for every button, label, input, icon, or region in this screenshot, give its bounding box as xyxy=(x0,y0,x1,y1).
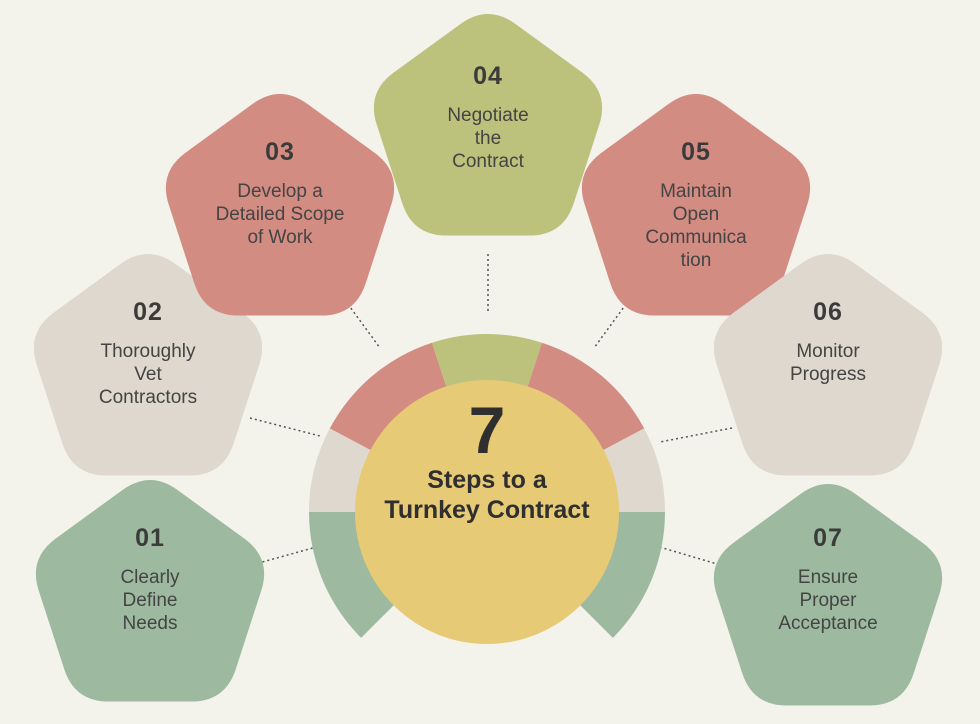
step-03: 03 Develop a Detailed Scope of Work xyxy=(180,138,380,249)
step-label: Monitor Progress xyxy=(789,341,867,385)
ring-segment xyxy=(329,342,450,456)
step-pentagon xyxy=(165,93,395,316)
step-pentagon xyxy=(581,93,811,316)
connector-line xyxy=(655,545,725,567)
step-number: 06 xyxy=(813,298,843,326)
step-pentagon xyxy=(35,479,265,702)
step-04: 04 Negotiate the Contract xyxy=(388,62,588,173)
step-01: 01 Clearly Define Needs xyxy=(50,524,250,635)
step-number: 04 xyxy=(473,62,503,90)
center-circle xyxy=(355,380,619,644)
step-number: 02 xyxy=(133,298,163,326)
step-count: 7 xyxy=(468,393,506,467)
step-label: Develop a Detailed Scope of Work xyxy=(215,181,345,248)
step-label: Negotiate the Contract xyxy=(447,105,529,172)
step-pentagon xyxy=(713,253,943,476)
ring-segment xyxy=(571,512,665,638)
step-label: Clearly Define Needs xyxy=(120,567,180,634)
step-pentagon xyxy=(373,13,603,236)
ring-segment xyxy=(309,512,403,638)
step-pentagon xyxy=(713,483,943,706)
step-label: Maintain Open Communica tion xyxy=(645,181,747,271)
step-number: 03 xyxy=(265,138,295,166)
connector-line xyxy=(249,417,321,437)
ring-segment xyxy=(431,334,543,398)
ring-segment xyxy=(524,342,645,456)
center-headline: Steps to a Turnkey Contract xyxy=(384,466,590,524)
step-number: 07 xyxy=(813,524,843,552)
step-02: 02 Thoroughly Vet Contractors xyxy=(48,298,248,409)
connector-line xyxy=(659,427,733,443)
step-07: 07 Ensure Proper Acceptance xyxy=(728,524,928,635)
step-05: 05 Maintain Open Communica tion xyxy=(596,138,796,272)
step-number: 05 xyxy=(681,138,711,166)
step-number: 01 xyxy=(135,524,165,552)
step-06: 06 Monitor Progress xyxy=(728,298,928,386)
step-pentagon xyxy=(33,253,263,476)
step-label: Ensure Proper Acceptance xyxy=(778,567,878,634)
center-title: 7 Steps to a Turnkey Contract xyxy=(362,395,612,525)
step-label: Thoroughly Vet Contractors xyxy=(98,341,198,408)
